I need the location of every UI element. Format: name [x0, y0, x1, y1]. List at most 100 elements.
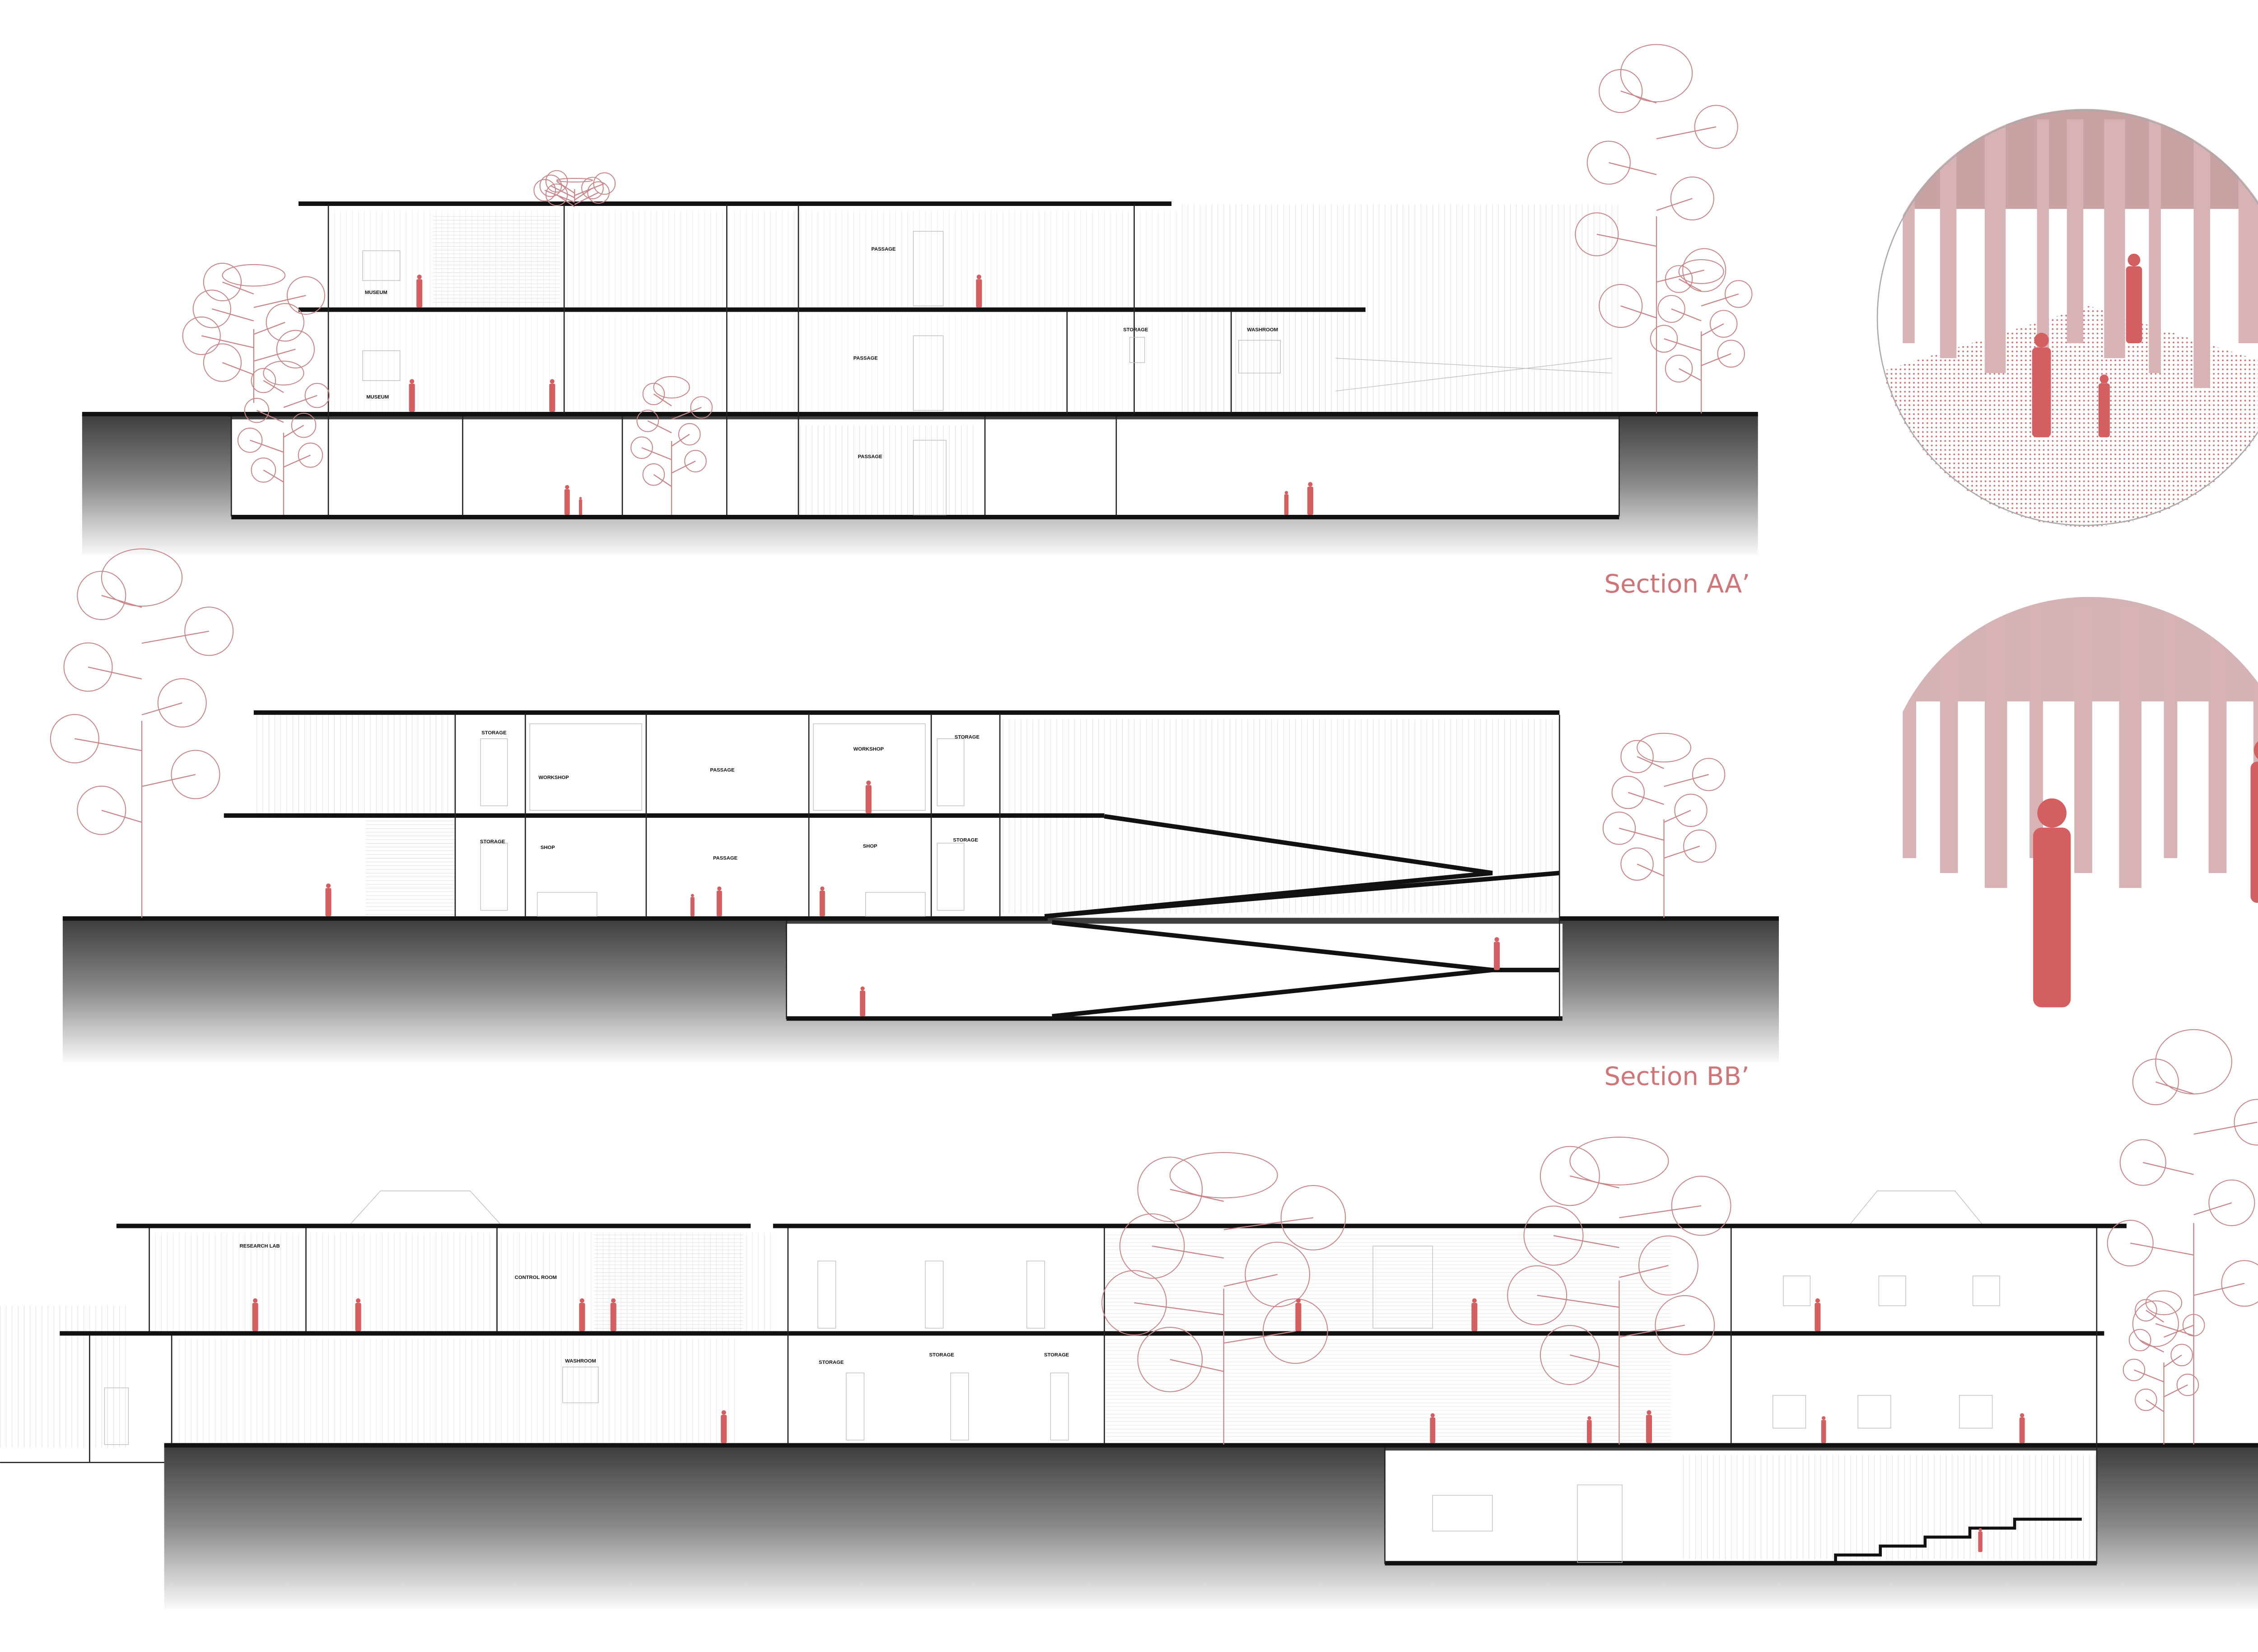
person-figure [1821, 1416, 1826, 1443]
column [2208, 604, 2227, 873]
room-label: PASSAGE [858, 454, 883, 459]
tree-icon [1507, 1136, 1731, 1445]
room-label: STORAGE [1044, 1353, 1069, 1358]
column [2119, 604, 2141, 888]
room-label: STORAGE [480, 839, 505, 845]
tree-icon [630, 376, 713, 515]
person-figure [2250, 741, 2258, 903]
person-figure [2019, 1413, 2025, 1443]
person-figure [355, 1298, 361, 1331]
room-label: PASSAGE [871, 247, 896, 252]
room-label: RESEARCH LAB [240, 1244, 280, 1249]
person-figure [1978, 1528, 1983, 1552]
person-figure [610, 1298, 616, 1331]
person-figure [2098, 374, 2110, 438]
roof-slab [253, 710, 1560, 715]
room-label: MUSEUM [366, 394, 389, 400]
room-label: STORAGE [955, 735, 980, 740]
tree-icon [1575, 44, 1738, 414]
person-figure [1295, 1298, 1302, 1331]
vegetation [50, 44, 2258, 1445]
person-figure [549, 379, 555, 412]
person-figure [721, 1410, 727, 1443]
human-figures [252, 253, 2258, 1552]
column [2193, 119, 2210, 388]
tree-icon [1101, 1152, 1346, 1445]
room-label: CONTROL ROOM [515, 1275, 557, 1280]
section-bb: STORAGE WORKSHOP PASSAGE WORKSHOP STORAG… [62, 710, 1779, 1091]
person-figure [1646, 1410, 1652, 1443]
basement-floor [231, 515, 1619, 519]
tree-icon [237, 360, 330, 515]
roof-slab [116, 1223, 751, 1228]
ground-slab [82, 412, 1758, 416]
person-figure [578, 497, 583, 515]
ground-slab [1559, 916, 1779, 921]
room-label: STORAGE [1123, 327, 1148, 333]
column [1985, 604, 2007, 888]
room-label: SHOP [541, 845, 555, 850]
room-label: STORAGE [953, 838, 978, 843]
roof-slab [773, 1223, 2127, 1228]
first-floor-slab [224, 813, 1105, 818]
tree-icon [2107, 1029, 2258, 1445]
first-floor-slab [298, 307, 1366, 312]
tree-icon [2123, 1290, 2205, 1445]
first-floor-slab [60, 1331, 2104, 1336]
room-label: STORAGE [819, 1360, 844, 1365]
room-label: WORKSHOP [854, 747, 884, 752]
person-figure [416, 275, 423, 308]
room-label: MUSEUM [365, 290, 387, 295]
room-label: PASSAGE [854, 355, 878, 361]
basement-floor [786, 1016, 1563, 1021]
column [2074, 604, 2092, 873]
tree-icon [182, 262, 326, 403]
person-figure [325, 883, 331, 916]
ground-slab [62, 916, 1048, 921]
tree-icon [533, 170, 616, 207]
room-label: STORAGE [929, 1353, 955, 1358]
person-figure [819, 886, 825, 916]
section-title: Section AA’ [1604, 569, 1750, 599]
roof-slab [298, 201, 1172, 206]
column [1940, 604, 1958, 873]
tree-icon [1602, 733, 1726, 918]
ground-slab [164, 1443, 2258, 1448]
room-label: STORAGE [481, 730, 507, 736]
room-label: WASHROOM [1247, 327, 1278, 333]
person-figure [1430, 1413, 1436, 1443]
person-figure [860, 986, 866, 1017]
room-label: WORKSHOP [538, 775, 569, 780]
room-label: SHOP [863, 844, 877, 849]
person-figure [2033, 798, 2071, 1008]
basement-steps [1834, 1517, 2082, 1564]
column [1940, 119, 1957, 359]
person-figure [409, 379, 415, 412]
column [2164, 604, 2178, 859]
column [2067, 119, 2084, 344]
person-figure [2126, 253, 2142, 344]
section-cc: RESEARCH LAB CONTROL ROOM WASHROOM STORA… [0, 1190, 2258, 1609]
room-label: PASSAGE [713, 855, 738, 861]
room-label: PASSAGE [710, 767, 735, 773]
person-figure [252, 1298, 258, 1331]
basement-floor [1385, 1561, 2097, 1566]
courtyard-vignette [1875, 109, 2258, 527]
column [1985, 119, 2006, 373]
person-figure [564, 485, 570, 515]
column [1903, 119, 1915, 344]
person-figure [579, 1298, 585, 1331]
column [1903, 604, 1916, 859]
person-figure [716, 886, 722, 916]
column [2149, 119, 2161, 373]
column [2238, 119, 2258, 344]
person-figure [1471, 1298, 1478, 1331]
section-title: Section BB’ [1604, 1062, 1749, 1091]
person-figure [690, 894, 695, 916]
tree-icon [50, 548, 234, 918]
person-figure [1815, 1298, 1821, 1331]
person-figure [1586, 1416, 1592, 1443]
room-label: WASHROOM [565, 1358, 596, 1364]
person-figure [1493, 937, 1500, 970]
person-figure [2032, 332, 2051, 438]
